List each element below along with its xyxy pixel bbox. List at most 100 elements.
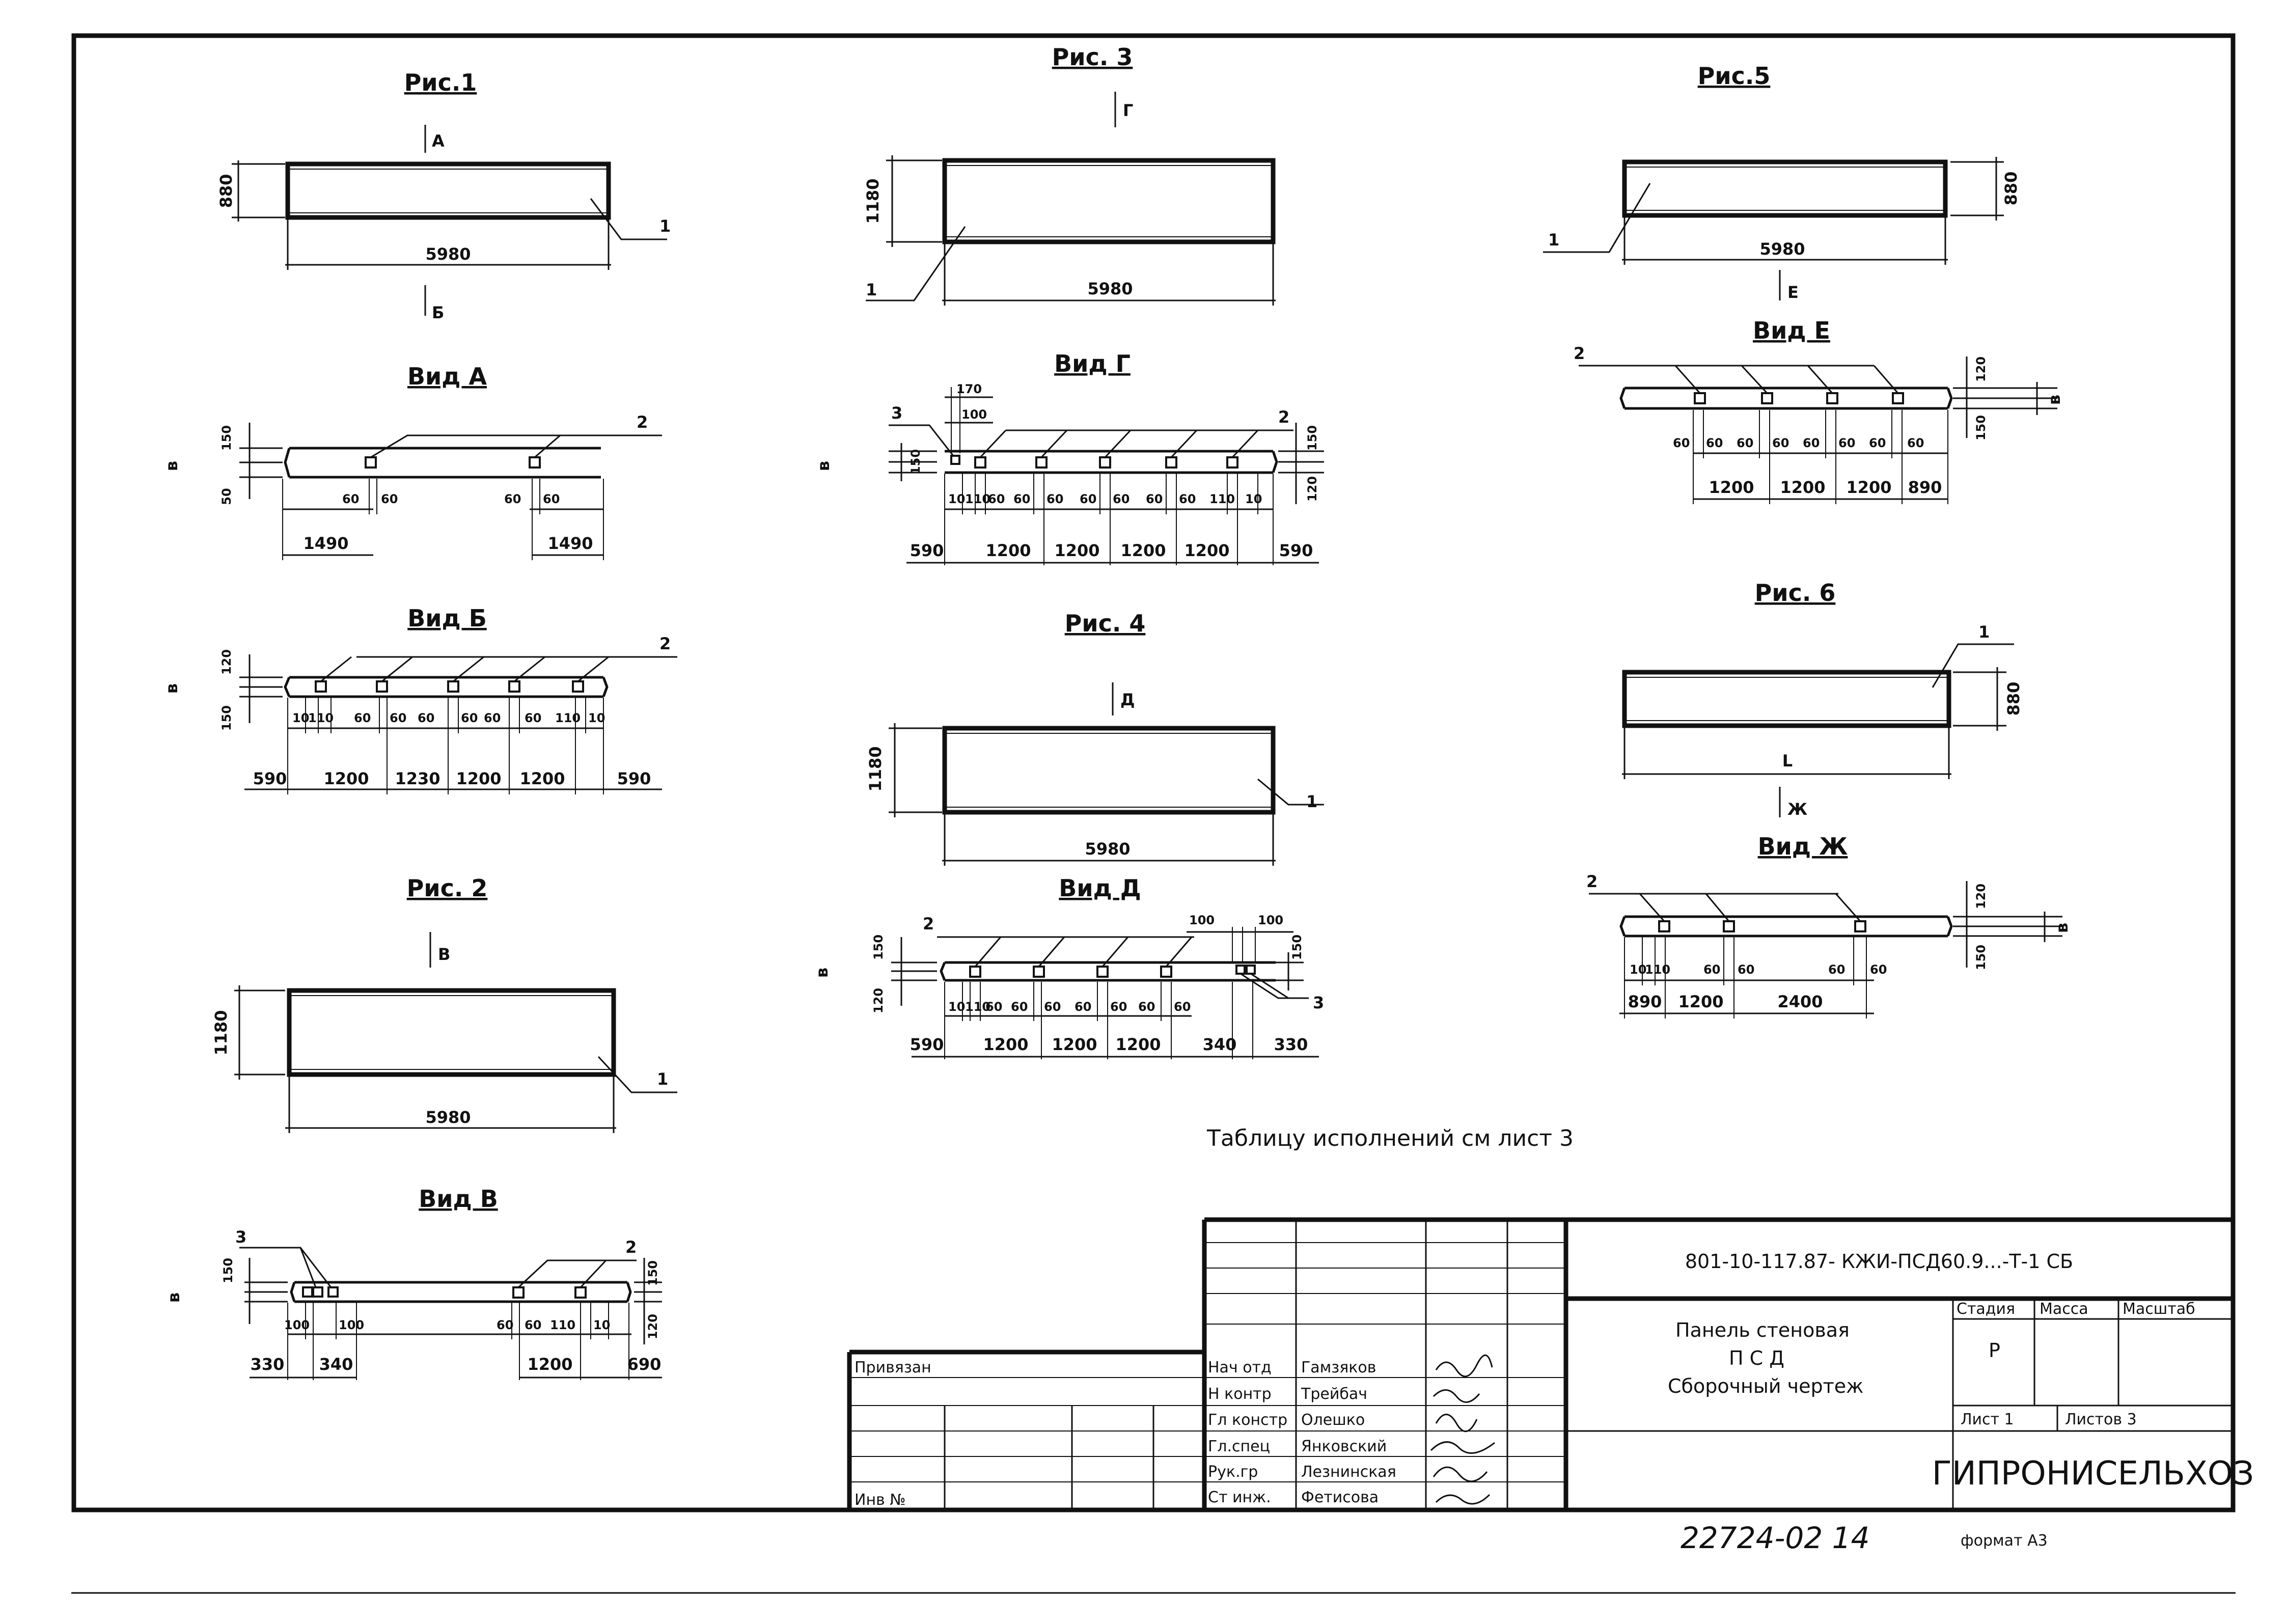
view-v: Вид В 3 2 150 в 150 120 — [164, 1185, 662, 1380]
view-b-dim-3: 1200 — [456, 769, 501, 788]
view-g-small-0: 10 — [948, 492, 965, 506]
view-g-small-8: 60 — [1179, 492, 1196, 506]
figure-1-height: 880 — [216, 174, 236, 208]
view-a-dim-1: 1490 — [547, 534, 593, 553]
view-v-small-2: 60 — [497, 1318, 513, 1332]
view-zh-dim-2: 2400 — [1777, 992, 1823, 1011]
view-e-small-5: 60 — [1838, 436, 1855, 450]
view-g-title: Вид Г — [1054, 350, 1131, 377]
figure-5-panel — [1622, 159, 1948, 218]
figure-4-height: 1180 — [866, 746, 885, 791]
view-b-small-6: 60 — [484, 711, 501, 725]
view-b-small-5: 60 — [461, 711, 478, 725]
view-g-small-9: 110 — [1209, 492, 1235, 506]
view-v-dim-3: 690 — [627, 1355, 662, 1374]
view-e-t2: 150 — [1974, 415, 1988, 441]
figure-2-title: Рис. 2 — [407, 874, 488, 902]
view-e-small-2: 60 — [1737, 436, 1753, 450]
view-b: Вид Б 2 120 150 в 10 — [162, 604, 677, 794]
name-0: Гамзяков — [1301, 1359, 1376, 1377]
view-g-small-2: 60 — [988, 492, 1005, 506]
view-d-small-6: 60 — [1110, 1000, 1127, 1014]
view-g-t2: 150 — [1305, 425, 1319, 451]
view-e-small-6: 60 — [1869, 436, 1886, 450]
view-e-dim-1: 1200 — [1780, 478, 1825, 497]
view-b-small-8: 110 — [555, 711, 581, 725]
view-d-t2: 120 — [871, 988, 886, 1013]
inventory-label: Инв № — [855, 1491, 905, 1509]
view-b-small-1: 110 — [308, 711, 334, 725]
role-3: Гл.спец — [1208, 1438, 1270, 1455]
figure-6-view-label: Ж — [1787, 800, 1807, 819]
view-d-b: в — [812, 968, 832, 978]
drawing-number: 22724-02 14 — [1681, 1521, 1869, 1555]
name-5: Фетисова — [1301, 1489, 1379, 1506]
view-v-t1: 150 — [221, 1258, 235, 1283]
sheet-number: Лист 1 — [1961, 1411, 2014, 1428]
view-e-small-0: 60 — [1673, 436, 1690, 450]
view-e-dim-0: 1200 — [1709, 478, 1754, 497]
role-4: Рук.гр — [1208, 1463, 1258, 1481]
figure-6-height: 880 — [2004, 682, 2023, 716]
view-v-leader-3: 3 — [235, 1227, 246, 1247]
view-g-small-5: 60 — [1080, 492, 1096, 506]
view-b-b: в — [162, 683, 181, 694]
view-d-small-7: 60 — [1138, 1000, 1155, 1014]
product-name-line-2: П С Д — [1729, 1347, 1784, 1369]
view-zh: Вид Ж 2 120 150 в 10 110 60 60 60 60 — [1586, 833, 2072, 1019]
view-g-small-6: 60 — [1113, 492, 1130, 506]
name-4: Лезнинская — [1301, 1463, 1396, 1481]
view-zh-small-4: 60 — [1828, 962, 1845, 977]
view-e-b: в — [2045, 395, 2064, 405]
figure-3-title: Рис. 3 — [1052, 43, 1133, 71]
role-5: Ст инж. — [1208, 1489, 1271, 1506]
figure-1-view-b-label: Б — [432, 303, 444, 322]
figure-1-width: 5980 — [425, 244, 471, 264]
view-zh-t2: 150 — [1974, 945, 1988, 970]
product-name-line-1: Панель стеновая — [1675, 1319, 1850, 1341]
view-b-small-0: 10 — [292, 711, 309, 725]
view-d-small-4: 60 — [1044, 1000, 1061, 1014]
figure-4-view-label: Д — [1120, 690, 1135, 709]
view-b-t2: 150 — [219, 705, 234, 731]
figure-6-panel — [1622, 670, 1951, 728]
figure-1-view-a-label: А — [432, 131, 445, 151]
view-g-dim-0: 590 — [910, 541, 944, 560]
signatures — [1430, 1354, 1495, 1505]
privyazan-label: Привязан — [855, 1359, 931, 1377]
document-code: 801-10-117.87- КЖИ-ПСД60.9...-Т-1 СБ — [1685, 1250, 2073, 1273]
view-g-top-2: 100 — [961, 407, 987, 422]
view-a-small-0: 60 — [342, 492, 359, 506]
view-a-b: в — [162, 461, 181, 471]
view-b-small-2: 60 — [354, 711, 371, 725]
title-block: 801-10-117.87- КЖИ-ПСД60.9...-Т-1 СБ Пан… — [847, 1217, 2254, 1510]
figure-3-width: 5980 — [1087, 279, 1133, 298]
view-g-small-10: 10 — [1245, 492, 1262, 506]
view-d-leader-3: 3 — [1313, 993, 1324, 1012]
view-g-leader-3: 3 — [891, 403, 902, 423]
view-v-leader-2: 2 — [625, 1237, 637, 1257]
view-e-dim-3: 890 — [1908, 478, 1942, 497]
sheet-count: Листов 3 — [2065, 1411, 2137, 1428]
figure-4-leader: 1 — [1306, 792, 1317, 811]
figure-3-leader: 1 — [866, 280, 877, 299]
view-e-title: Вид Е — [1753, 317, 1830, 344]
view-d-small-0: 10 — [948, 1000, 965, 1014]
view-d-t1: 150 — [871, 934, 886, 960]
view-d-dim-2: 1200 — [1052, 1035, 1097, 1054]
view-g-leader-2: 2 — [1278, 407, 1289, 427]
figure-2-view-label: В — [438, 945, 450, 964]
figure-5-width: 5980 — [1759, 239, 1805, 259]
view-zh-title: Вид Ж — [1758, 833, 1848, 860]
figure-3-height: 1180 — [863, 178, 883, 224]
view-g-t1: 150 — [908, 449, 923, 475]
role-1: Н контр — [1208, 1385, 1272, 1403]
name-2: Олешко — [1301, 1411, 1365, 1429]
figure-3-panel — [942, 158, 1276, 244]
view-g-small-7: 60 — [1146, 492, 1163, 506]
figure-4-width: 5980 — [1085, 839, 1130, 859]
view-d-top-1: 100 — [1189, 913, 1215, 927]
figure-6-width: L — [1782, 751, 1793, 770]
figure-6-leader: 1 — [1978, 622, 1990, 642]
figure-2: Рис. 2 В 5980 1180 1 — [211, 874, 677, 1133]
